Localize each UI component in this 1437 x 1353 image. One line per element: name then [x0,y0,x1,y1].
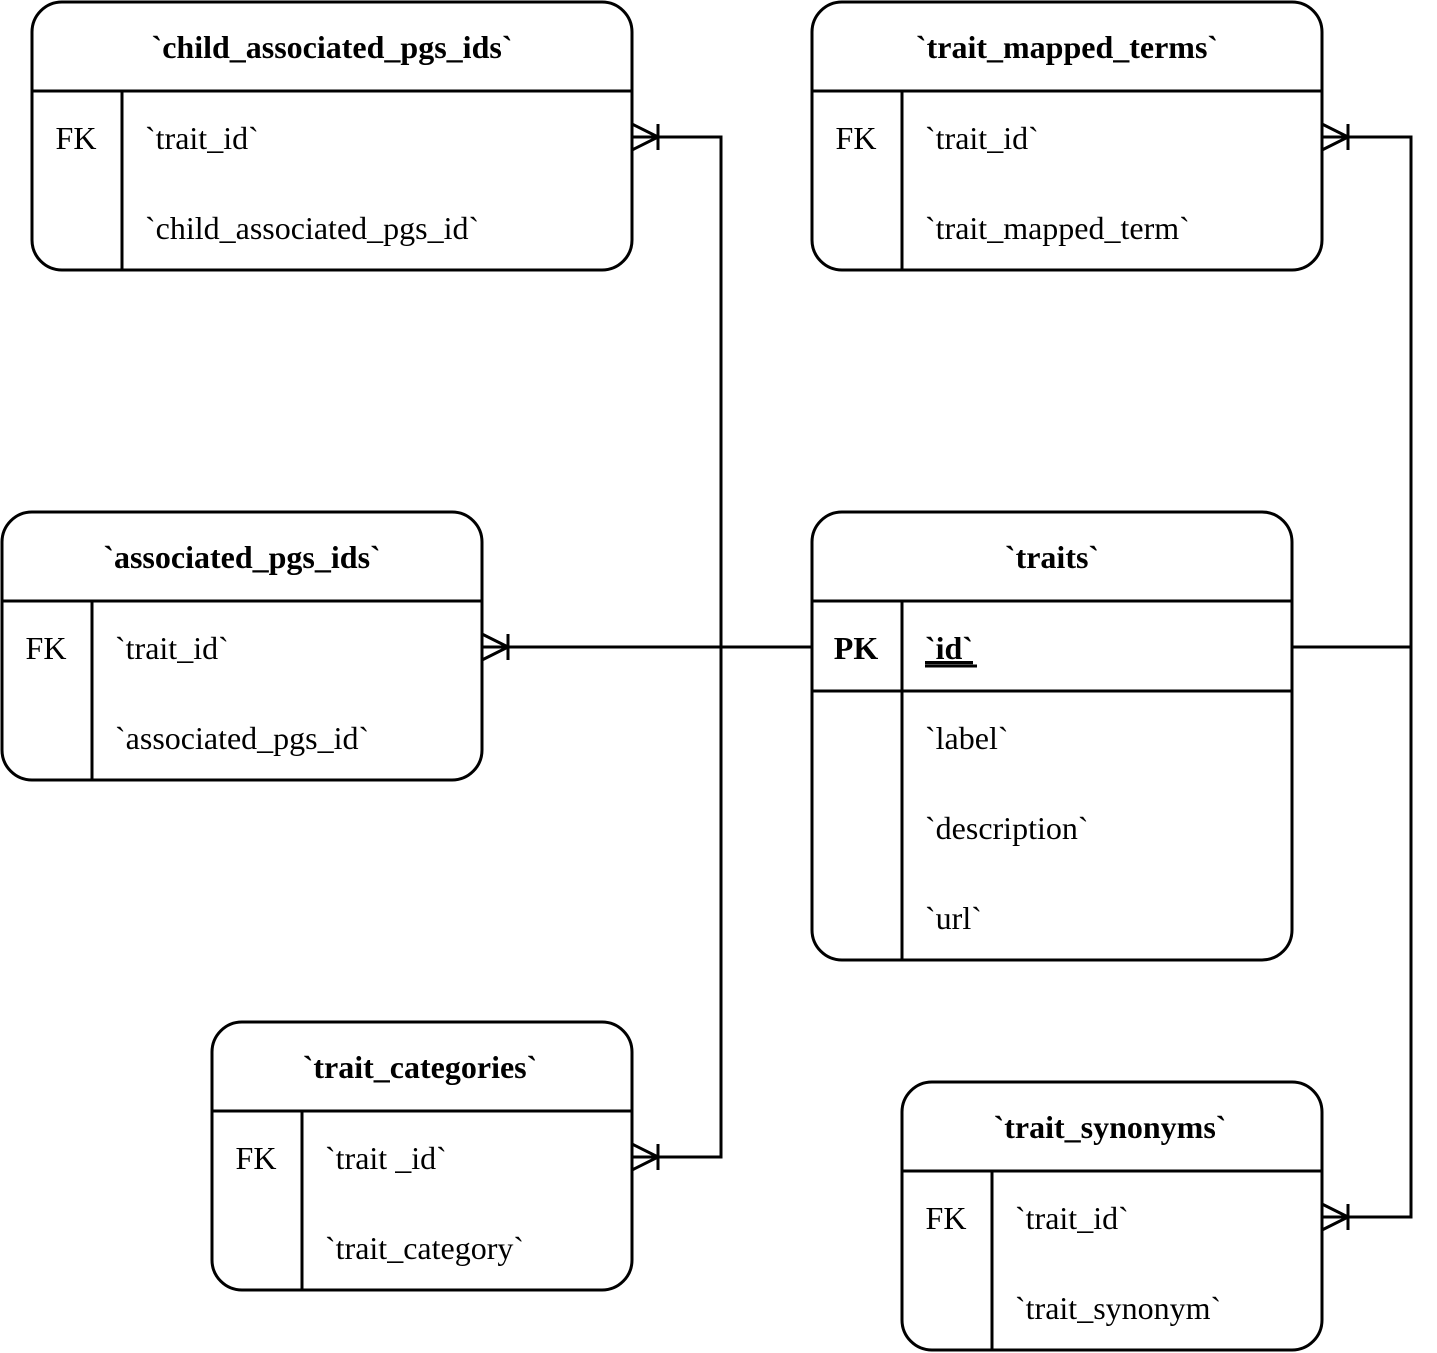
field-label: `label` [925,720,1009,756]
fk-label: FK [236,1140,277,1176]
table-trait-mapped-terms[interactable]: `trait_mapped_terms` FK `trait_id` `trai… [810,0,1324,272]
relationship-trait-synonyms [1321,647,1413,1232]
table-associated-pgs-ids[interactable]: `associated_pgs_ids` FK `trait_id` `asso… [0,510,484,782]
relationship-trait-mapped-terms [1292,122,1413,649]
table-title: `associated_pgs_ids` [103,539,380,575]
fk-label: FK [836,120,877,156]
field-trait-category: `trait_category` [325,1230,524,1266]
crow-foot-many-icon [1321,122,1350,152]
table-title: `traits` [1005,539,1099,575]
pk-label: PK [834,630,879,666]
crow-foot-many-icon [1321,1202,1350,1232]
relationship-associated-pgs-ids [481,632,721,662]
field-child-associated-pgs-id: `child_associated_pgs_id` [145,210,479,246]
crow-foot-many-icon [631,122,660,152]
crow-foot-many-icon [631,1142,660,1172]
field-trait-id: `trait_id` [925,120,1039,156]
field-url: `url` [925,900,982,936]
table-title: `trait_categories` [303,1049,538,1085]
field-trait-mapped-term: `trait_mapped_term` [925,210,1190,246]
fk-label: FK [56,120,97,156]
table-trait-categories[interactable]: `trait_categories` FK `trait _id` `trait… [210,1020,634,1292]
field-associated-pgs-id: `associated_pgs_id` [115,720,369,756]
fk-label: FK [926,1200,967,1236]
fk-label: FK [26,630,67,666]
field-trait-id: `trait_id` [115,630,229,666]
field-trait-id: `trait_id` [1015,1200,1129,1236]
field-trait-id: `trait_id` [145,120,259,156]
relationship-child-associated-pgs-ids [631,122,811,649]
crow-foot-many-icon [481,632,510,662]
table-traits[interactable]: `traits` PK `id` `label` `description` `… [810,510,1294,962]
field-id: `id` [925,630,973,666]
table-title: `child_associated_pgs_ids` [152,29,513,65]
field-description: `description` [925,810,1089,846]
table-child-associated-pgs-ids[interactable]: `child_associated_pgs_ids` FK `trait_id`… [30,0,634,272]
field-trait-id: `trait _id` [325,1140,447,1176]
relationship-trait-categories [631,647,723,1172]
table-trait-synonyms[interactable]: `trait_synonyms` FK `trait_id` `trait_sy… [900,1080,1324,1352]
table-title: `trait_synonyms` [994,1109,1227,1145]
table-title: `trait_mapped_terms` [916,29,1218,65]
field-trait-synonym: `trait_synonym` [1015,1290,1221,1326]
